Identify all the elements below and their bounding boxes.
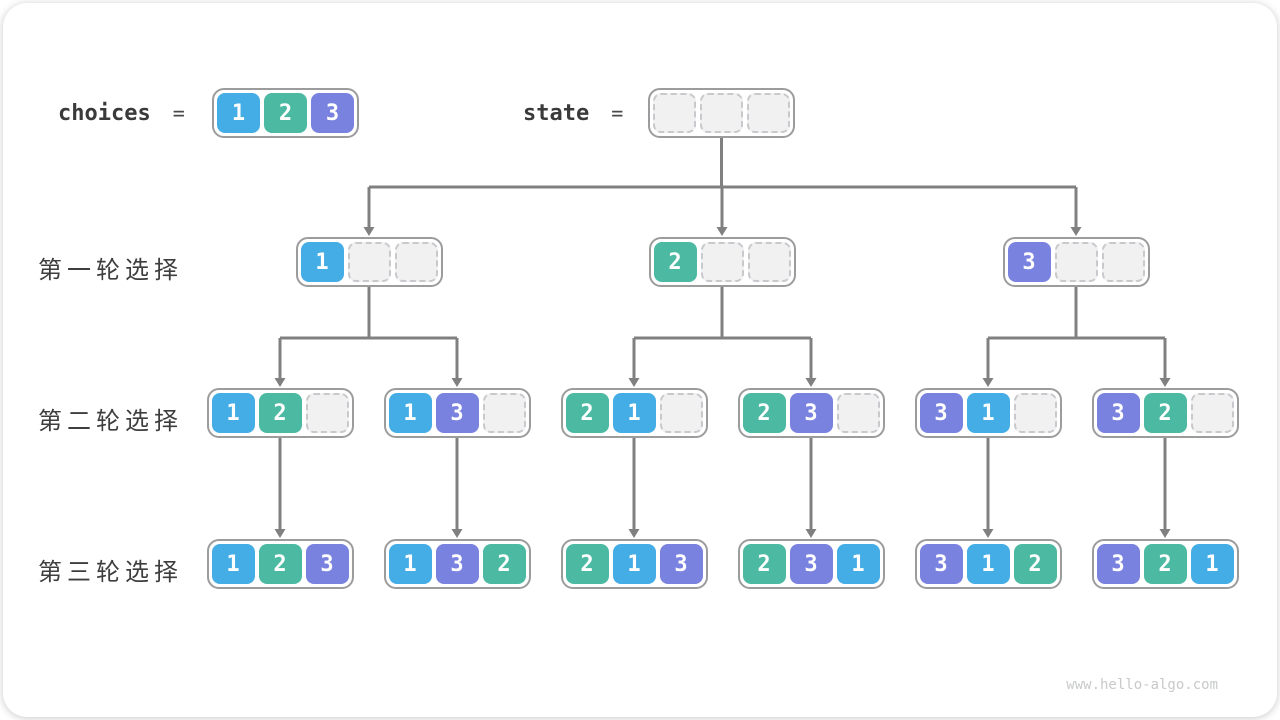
value-cell: 1 [966,393,1010,433]
value-cell: 2 [482,544,526,584]
diagram-card [3,3,1277,717]
choices-label: choices [58,100,151,126]
value-cell: 2 [565,544,609,584]
round-1-label: 第一轮选择 [38,257,183,284]
value-cell: 3 [1096,544,1140,584]
value-cell: 2 [1013,544,1057,584]
value-cell: 2 [1143,544,1187,584]
empty-cell [1054,242,1098,282]
empty-cell [482,393,526,433]
empty-cell [1190,393,1234,433]
value-cell: 1 [1190,544,1234,584]
value-cell: 3 [1096,393,1140,433]
value-cell: 3 [305,544,349,584]
value-cell: 3 [789,544,833,584]
empty-cell [1013,393,1057,433]
value-cell: 3 [435,393,479,433]
value-cell: 1 [612,544,656,584]
value-cell: 1 [217,93,260,133]
value-cell: 2 [565,393,609,433]
value-cell: 1 [211,544,255,584]
value-cell: 1 [612,393,656,433]
array-box: 2 [648,237,796,287]
value-cell: 1 [388,393,432,433]
value-cell: 2 [653,242,697,282]
state-equals-sign: = [611,101,624,125]
state-label: state [523,100,590,126]
value-cell: 1 [388,544,432,584]
value-cell: 3 [1007,242,1051,282]
value-cell: 2 [258,544,302,584]
empty-cell [747,242,791,282]
empty-cell [659,393,703,433]
value-cell: 3 [919,393,963,433]
choices-label-group: choices = [58,88,185,138]
empty-cell [394,242,438,282]
value-cell: 2 [742,544,786,584]
empty-cell [700,93,743,133]
array-box: 1 [295,237,443,287]
value-cell: 3 [919,544,963,584]
empty-cell [700,242,744,282]
round-3-label: 第三轮选择 [38,559,183,586]
empty-cell [305,393,349,433]
value-cell: 1 [966,544,1010,584]
choices-equals-sign: = [172,101,185,125]
value-cell: 1 [836,544,880,584]
empty-cell [836,393,880,433]
value-cell: 3 [659,544,703,584]
empty-cell [1101,242,1145,282]
value-cell: 3 [311,93,354,133]
watermark-url: www.hello-algo.com [1066,677,1218,693]
value-cell: 2 [264,93,307,133]
value-cell: 2 [258,393,302,433]
value-cell: 1 [211,393,255,433]
value-cell: 1 [300,242,344,282]
state-array-box [648,88,795,138]
state-label-group: state = [523,88,623,138]
empty-cell [747,93,790,133]
value-cell: 2 [1143,393,1187,433]
round-2-label: 第二轮选择 [38,408,183,435]
empty-cell [347,242,391,282]
empty-cell [653,93,696,133]
value-cell: 2 [742,393,786,433]
value-cell: 3 [435,544,479,584]
array-box: 3 [1002,237,1150,287]
value-cell: 3 [789,393,833,433]
